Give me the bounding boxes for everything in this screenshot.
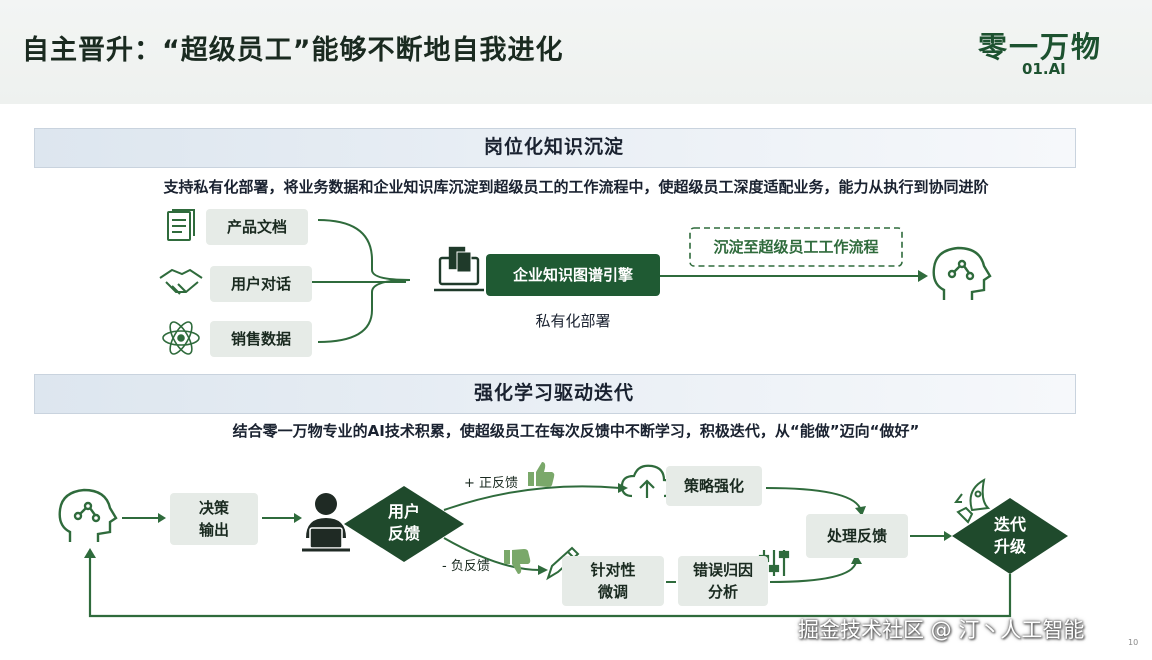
section-header-bar bbox=[34, 374, 1076, 414]
header-band bbox=[0, 0, 1152, 104]
thumbs-down-icon bbox=[504, 549, 531, 574]
section-header-bar bbox=[34, 128, 1076, 168]
error-attribution-box: 错误归因 分析 bbox=[678, 556, 768, 606]
logo-text: 零一万物 bbox=[978, 30, 1103, 64]
section-title: 强化学习驱动迭代 bbox=[473, 382, 634, 404]
brain-head-icon bbox=[58, 488, 118, 542]
iterate-upgrade-label: 迭代 升级 bbox=[993, 515, 1026, 556]
process-feedback-box: 处理反馈 bbox=[806, 514, 908, 558]
laptop-icon bbox=[434, 246, 484, 292]
watermark: 掘金技术社区 @ 汀丶人工智能 bbox=[798, 618, 1085, 642]
targeted-finetune-box: 针对性 微调 bbox=[562, 556, 664, 606]
positive-feedback-label: + 正反馈 bbox=[464, 476, 519, 491]
source-tag-user-dialog: 用户对话 bbox=[210, 266, 312, 302]
logo-subtext: 01.AI bbox=[1022, 60, 1066, 78]
user-feedback-diamond bbox=[344, 486, 464, 562]
user-laptop-icon bbox=[302, 493, 350, 552]
engine-caption: 私有化部署 bbox=[535, 312, 611, 330]
strategy-reinforcement-box: 策略强化 bbox=[666, 466, 762, 506]
rocket-icon bbox=[954, 478, 991, 524]
strategy-to-process-arrow bbox=[765, 487, 861, 509]
source-tag-product-docs: 产品文档 bbox=[206, 209, 308, 245]
user-feedback-node: 用户 反馈 bbox=[344, 501, 464, 551]
user-feedback-label: 用户 反馈 bbox=[387, 502, 420, 543]
negative-feedback-label: - 负反馈 bbox=[442, 559, 490, 574]
decision-output-box: 决策 输出 bbox=[170, 493, 258, 545]
bracket-connector bbox=[317, 219, 411, 343]
document-icon bbox=[167, 209, 195, 241]
reinforcement-loop-diagram bbox=[58, 462, 1068, 618]
thumbs-up-icon bbox=[528, 462, 555, 487]
flow-label: 沉淀至超级员工工作流程 bbox=[713, 238, 879, 256]
section-subtitle: 支持私有化部署，将业务数据和企业知识库沉淀到超级员工的工作流程中，使超级员工深度… bbox=[163, 178, 989, 196]
dashed-box bbox=[689, 227, 903, 267]
knowledge-graph-engine-box: 企业知识图谱引擎 bbox=[486, 254, 660, 296]
knowledge-flow-diagram bbox=[159, 209, 992, 355]
page-number: 10 bbox=[1128, 638, 1139, 647]
section-title: 岗位化知识沉淀 bbox=[483, 136, 624, 158]
iterate-upgrade-diamond bbox=[952, 498, 1068, 574]
page-title: 自主晋升：“超级员工”能够不断地自我进化 bbox=[22, 35, 564, 66]
cloud-upload-icon bbox=[620, 464, 674, 498]
negative-feedback-arrow bbox=[443, 537, 541, 571]
atom-icon bbox=[162, 321, 200, 355]
arrowhead bbox=[918, 270, 928, 282]
section-subtitle: 结合零一万物专业的AI技术积累，使超级员工在每次反馈中不断学习，积极迭代，从“能… bbox=[232, 422, 920, 440]
source-tag-sales-data: 销售数据 bbox=[210, 321, 312, 357]
feedback-loop-line bbox=[88, 556, 1012, 618]
analysis-to-process-arrow bbox=[769, 561, 857, 583]
handshake-icon bbox=[159, 268, 203, 295]
iterate-upgrade-node: 迭代 升级 bbox=[952, 514, 1068, 564]
positive-feedback-arrow bbox=[443, 485, 621, 511]
brain-head-icon bbox=[932, 246, 992, 300]
